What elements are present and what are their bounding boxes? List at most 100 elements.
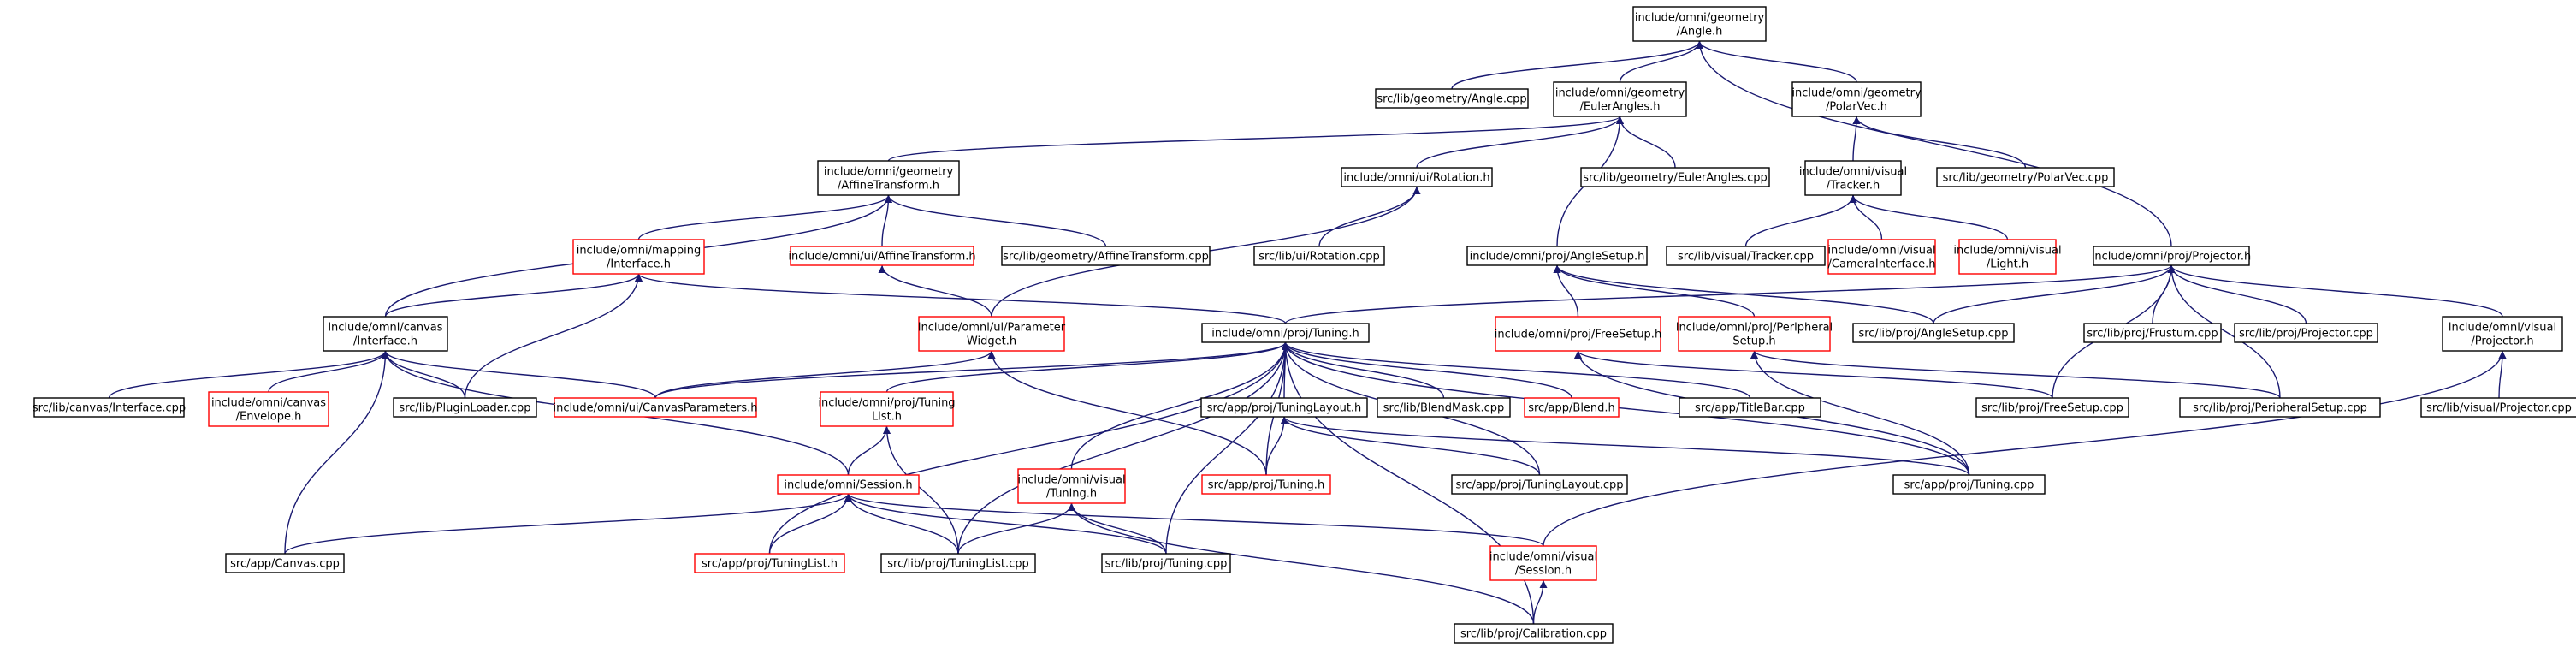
- node-angle_cpp[interactable]: src/lib/geometry/Angle.cpp: [1375, 88, 1529, 109]
- node-label: /PolarVec.h: [1826, 101, 1887, 114]
- node-envelope_h[interactable]: include/omni/canvas/Envelope.h: [208, 391, 329, 427]
- node-blend_h[interactable]: src/app/Blend.h: [1524, 397, 1620, 418]
- node-tuning_h[interactable]: include/omni/proj/Tuning.h: [1201, 323, 1370, 343]
- node-label: src/app/proj/TuningList.h: [702, 558, 838, 571]
- node-box: [2420, 397, 2576, 418]
- node-app_tuninglayout_h[interactable]: src/app/proj/TuningLayout.h: [1200, 397, 1368, 418]
- node-freesetup_h[interactable]: include/omni/proj/FreeSetup.h: [1495, 316, 1661, 352]
- node-app_tuninglayout_cpp[interactable]: src/app/proj/TuningLayout.cpp: [1451, 474, 1628, 495]
- edge-canvas_iface_cpp-to-canvas_iface_h: [108, 350, 389, 399]
- node-lib_tuning_cpp[interactable]: src/lib/proj/Tuning.cpp: [1101, 553, 1231, 573]
- node-tracker_cpp[interactable]: src/lib/visual/Tracker.cpp: [1666, 246, 1826, 266]
- node-box: [2442, 316, 2563, 352]
- node-label: src/lib/proj/Frustum.cpp: [2087, 328, 2218, 341]
- node-session_h[interactable]: include/omni/Session.h: [777, 474, 920, 495]
- node-vis_projector_h[interactable]: include/omni/visual/Projector.h: [2442, 316, 2563, 352]
- node-vis_session_h[interactable]: include/omni/visual/Session.h: [1489, 545, 1597, 581]
- node-affine_h[interactable]: include/omni/geometry/AffineTransform.h: [817, 160, 960, 196]
- node-label: src/app/Canvas.cpp: [230, 558, 340, 571]
- edge-canvas_cpp-to-session_h: [284, 493, 852, 555]
- node-box: [2093, 246, 2250, 266]
- node-label: /CameraInterface.h: [1828, 258, 1936, 271]
- node-peripheral_h[interactable]: include/omni/proj/PeripheralSetup.h: [1676, 316, 1833, 352]
- node-label: include/omni/proj/FreeSetup.h: [1495, 329, 1661, 341]
- node-label: include/omni/ui/Parameter: [918, 322, 1066, 335]
- node-app_tuning_cpp[interactable]: src/app/proj/Tuning.cpp: [1892, 474, 2046, 495]
- node-label: src/app/TitleBar.cpp: [1695, 402, 1805, 415]
- edge-euler_cpp-to-euler_h: [1616, 116, 1676, 169]
- node-label: include/omni/ui/Rotation.h: [1343, 172, 1489, 185]
- edge-canvasparams_h-to-param_widget_h: [654, 350, 996, 399]
- node-anglesetup_h[interactable]: include/omni/proj/AngleSetup.h: [1466, 246, 1648, 266]
- node-box: [817, 160, 960, 196]
- node-label: /Tracker.h: [1827, 180, 1880, 193]
- node-canvas_cpp[interactable]: src/app/Canvas.cpp: [225, 553, 345, 573]
- edge-lib_tuninglist_cpp-to-vis_tuning_h: [957, 502, 1075, 555]
- node-ui_affine_h[interactable]: include/omni/ui/AffineTransform.h: [788, 246, 976, 266]
- edge-envelope_h-to-canvas_iface_h: [268, 350, 389, 393]
- edge-lib_tuninglist_cpp-to-session_h: [844, 493, 959, 555]
- node-polarvec_cpp[interactable]: src/lib/geometry/PolarVec.cpp: [1936, 167, 2115, 187]
- node-euler_h[interactable]: include/omni/geometry/EulerAngles.h: [1553, 81, 1687, 117]
- node-tracker_h[interactable]: include/omni/visual/Tracker.h: [1799, 160, 1907, 196]
- node-label: src/app/Blend.h: [1528, 402, 1615, 415]
- node-label: /Angle.h: [1677, 26, 1723, 39]
- node-label: /Projector.h: [2471, 335, 2533, 348]
- node-label: include/omni/geometry: [1635, 12, 1765, 25]
- node-box: [1852, 323, 2015, 343]
- node-projector_cpp[interactable]: src/lib/proj/Projector.cpp: [2234, 323, 2378, 343]
- edge-app_tuninglist_h-to-session_h: [768, 493, 852, 555]
- node-box: [777, 474, 920, 495]
- node-box: [694, 553, 845, 573]
- node-pluginloader_cpp[interactable]: src/lib/PluginLoader.cpp: [393, 397, 537, 418]
- node-label: src/lib/proj/PeripheralSetup.cpp: [2193, 402, 2367, 415]
- edge-polarvec_cpp-to-polarvec_h: [1852, 116, 2027, 169]
- node-box: [2234, 323, 2378, 343]
- node-vis_projector_cpp[interactable]: src/lib/visual/Projector.cpp: [2420, 397, 2576, 418]
- node-app_tuning_h[interactable]: src/app/proj/Tuning.h: [1201, 474, 1331, 495]
- node-label: src/lib/canvas/Interface.cpp: [33, 402, 186, 415]
- node-label: Setup.h: [1732, 335, 1775, 348]
- node-blendmask_cpp[interactable]: src/lib/BlendMask.cpp: [1377, 397, 1511, 418]
- edge-calibration_cpp-to-vis_tuning_h: [1068, 502, 1535, 625]
- node-box: [1666, 246, 1826, 266]
- node-canvas_iface_h[interactable]: include/omni/canvas/Interface.h: [323, 316, 448, 352]
- node-app_tuninglist_h[interactable]: src/app/proj/TuningList.h: [694, 553, 845, 573]
- node-label: /Session.h: [1515, 565, 1572, 578]
- node-label: include/omni/visual: [1799, 166, 1907, 179]
- node-box: [1632, 6, 1767, 42]
- edge-pluginloader_cpp-to-canvas_iface_h: [382, 350, 466, 399]
- node-label: src/app/proj/TuningLayout.h: [1207, 402, 1362, 415]
- node-label: src/lib/geometry/PolarVec.cpp: [1943, 172, 2109, 185]
- node-tuninglist_h[interactable]: include/omni/proj/TuningList.h: [818, 391, 956, 427]
- node-ui_rotation_h[interactable]: include/omni/ui/Rotation.h: [1341, 167, 1493, 187]
- node-calibration_cpp[interactable]: src/lib/proj/Calibration.cpp: [1454, 623, 1614, 644]
- node-euler_cpp[interactable]: src/lib/geometry/EulerAngles.cpp: [1580, 167, 1770, 187]
- node-projector_h[interactable]: include/omni/proj/Projector.h: [2092, 246, 2252, 266]
- node-box: [323, 316, 448, 352]
- node-box: [1201, 474, 1331, 495]
- node-light_h[interactable]: include/omni/visual/Light.h: [1953, 239, 2062, 275]
- node-polarvec_h[interactable]: include/omni/geometry/PolarVec.h: [1791, 81, 1922, 117]
- node-box: [1936, 167, 2115, 187]
- node-label: Widget.h: [967, 335, 1016, 348]
- node-affine_cpp[interactable]: src/lib/geometry/AffineTransform.cpp: [1001, 246, 1211, 266]
- node-ui_rotation_cpp[interactable]: src/lib/ui/Rotation.cpp: [1253, 246, 1385, 266]
- node-titlebar_cpp[interactable]: src/app/TitleBar.cpp: [1679, 397, 1821, 418]
- node-camera_iface_h[interactable]: include/omni/visual/CameraInterface.h: [1827, 239, 1936, 275]
- node-angle_h[interactable]: include/omni/geometry/Angle.h: [1632, 6, 1767, 42]
- node-box: [790, 246, 974, 266]
- edge-canvas_cpp-to-canvas_iface_h: [284, 350, 389, 555]
- node-canvasparams_h[interactable]: include/omni/ui/CanvasParameters.h: [553, 397, 758, 418]
- node-frustum_cpp[interactable]: src/lib/proj/Frustum.cpp: [2083, 323, 2222, 343]
- node-peripheral_cpp[interactable]: src/lib/proj/PeripheralSetup.cpp: [2179, 397, 2381, 418]
- node-freesetup_cpp[interactable]: src/lib/proj/FreeSetup.cpp: [1975, 397, 2129, 418]
- node-vis_tuning_h[interactable]: include/omni/visual/Tuning.h: [1017, 468, 1126, 504]
- node-canvas_iface_cpp[interactable]: src/lib/canvas/Interface.cpp: [33, 397, 186, 418]
- node-box: [393, 397, 537, 418]
- node-lib_tuninglist_cpp[interactable]: src/lib/proj/TuningList.cpp: [880, 553, 1036, 573]
- node-anglesetup_cpp[interactable]: src/lib/proj/AngleSetup.cpp: [1852, 323, 2015, 343]
- node-mapping_iface_h[interactable]: include/omni/mapping/Interface.h: [572, 239, 705, 275]
- edge-lib_tuninglist_cpp-to-tuning_h: [957, 341, 1289, 555]
